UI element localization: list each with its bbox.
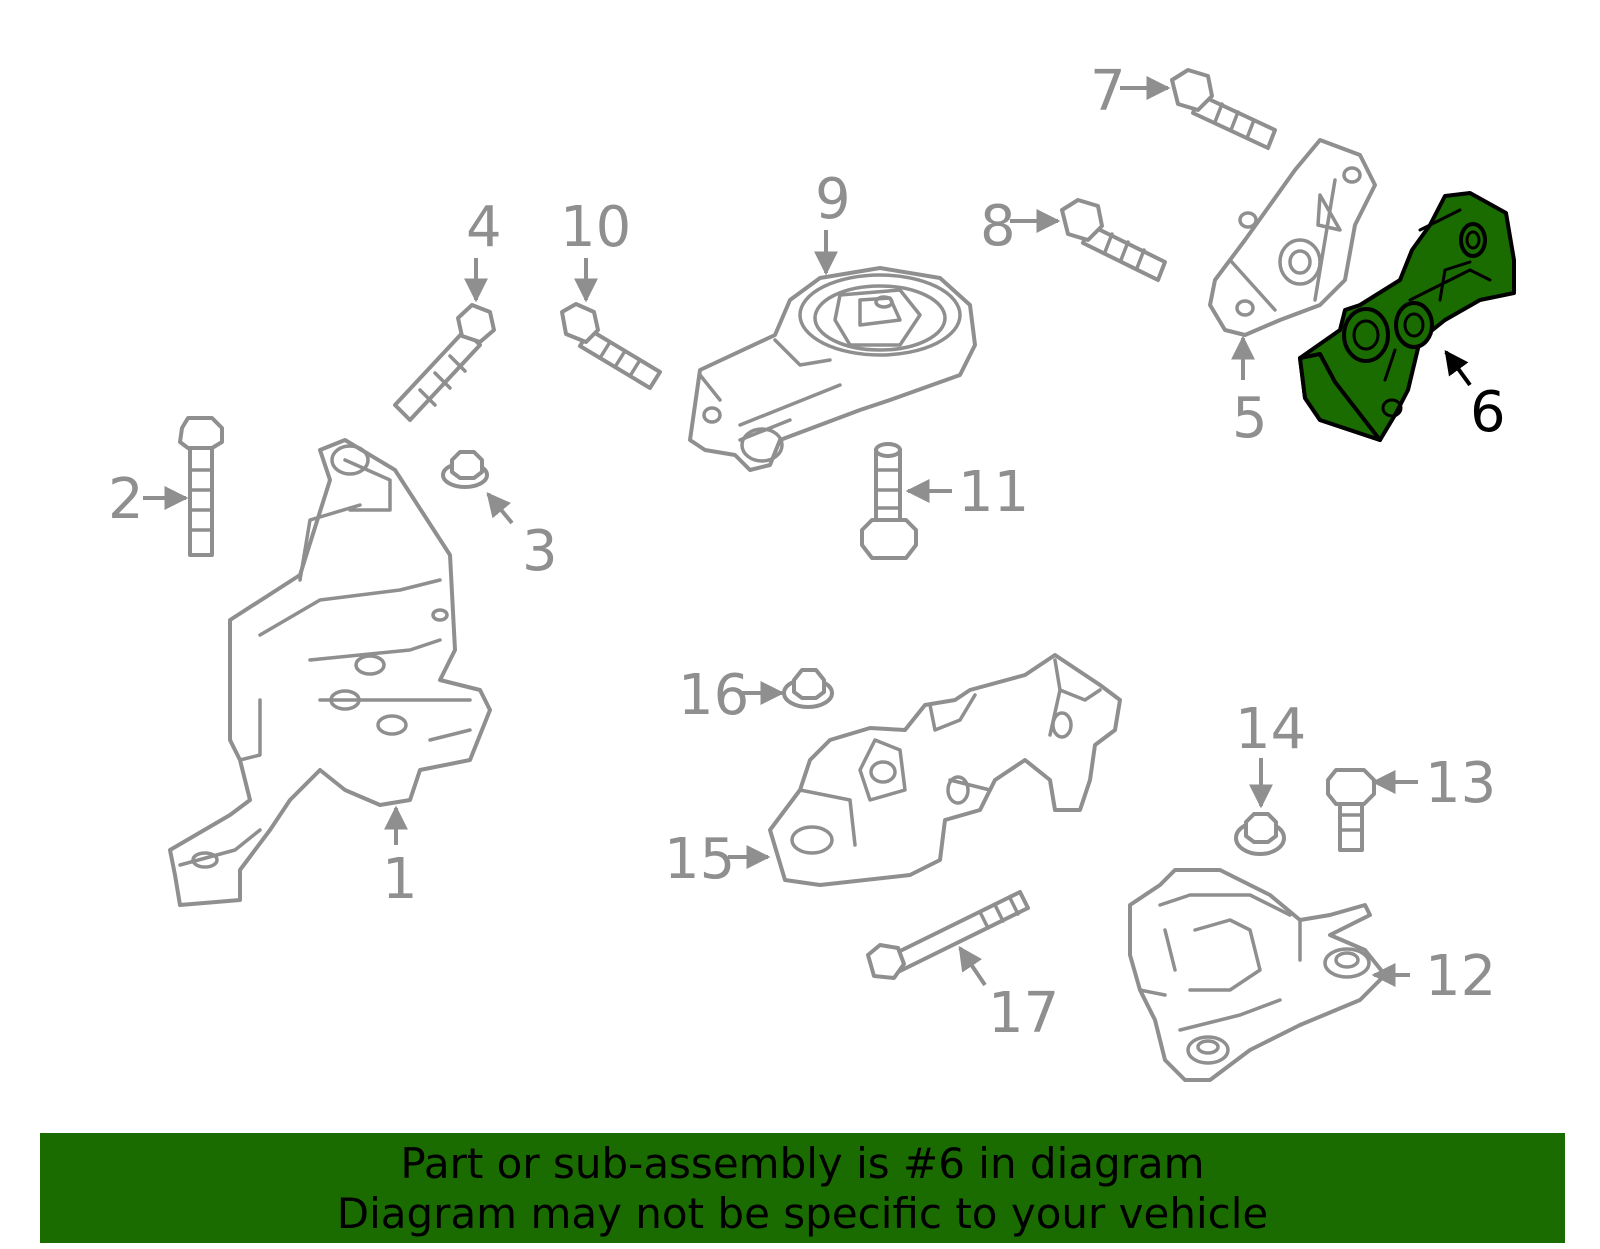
part-8-bolt: [1060, 198, 1167, 282]
part-12-lower-bracket: [1128, 868, 1387, 1082]
callout-13: 13: [1425, 751, 1496, 816]
part-7-bolt: [1170, 68, 1277, 150]
callout-11: 11: [958, 460, 1029, 525]
callout-6: 6: [1470, 380, 1506, 445]
part-14-nut: [1234, 812, 1286, 856]
callout-5: 5: [1232, 386, 1268, 451]
part-17-bolt: [866, 890, 1030, 980]
part-11-stud: [860, 442, 918, 560]
leader-lines: [143, 76, 1472, 987]
part-3-nut: [441, 450, 489, 489]
part-13-bolt: [1326, 768, 1376, 852]
callout-2: 2: [108, 467, 144, 532]
callout-10: 10: [560, 195, 631, 260]
callout-8: 8: [980, 194, 1016, 259]
part-16-nut: [782, 668, 834, 709]
part-15-lower-mount: [768, 653, 1122, 887]
part-9-upper-mount: [688, 266, 977, 472]
callout-labels: 1 2 3 4 5 6 7 8 9 10 11 12 13 14 15 16 1…: [108, 59, 1506, 1046]
callout-17: 17: [988, 981, 1059, 1046]
part-10-bolt: [560, 302, 662, 390]
part-2-bolt: [178, 416, 224, 557]
callout-4: 4: [466, 195, 502, 260]
part-4-bolt: [393, 303, 496, 422]
info-banner: Part or sub-assembly is #6 in diagram Di…: [40, 1133, 1565, 1243]
callout-1: 1: [382, 847, 418, 912]
banner-line-2: Diagram may not be specific to your vehi…: [336, 1189, 1269, 1238]
callout-12: 12: [1425, 944, 1496, 1009]
banner-line-1: Part or sub-assembly is #6 in diagram: [400, 1139, 1205, 1188]
callout-3: 3: [522, 519, 558, 584]
part-1-mount-bracket: [168, 438, 492, 907]
callout-7: 7: [1090, 59, 1126, 124]
part-5-bracket-arm: [1208, 138, 1377, 337]
callout-16: 16: [678, 663, 749, 728]
callout-9: 9: [815, 167, 851, 232]
callout-15: 15: [664, 827, 735, 892]
part-6-highlighted-bracket[interactable]: [1298, 191, 1516, 442]
callout-14: 14: [1235, 697, 1306, 762]
